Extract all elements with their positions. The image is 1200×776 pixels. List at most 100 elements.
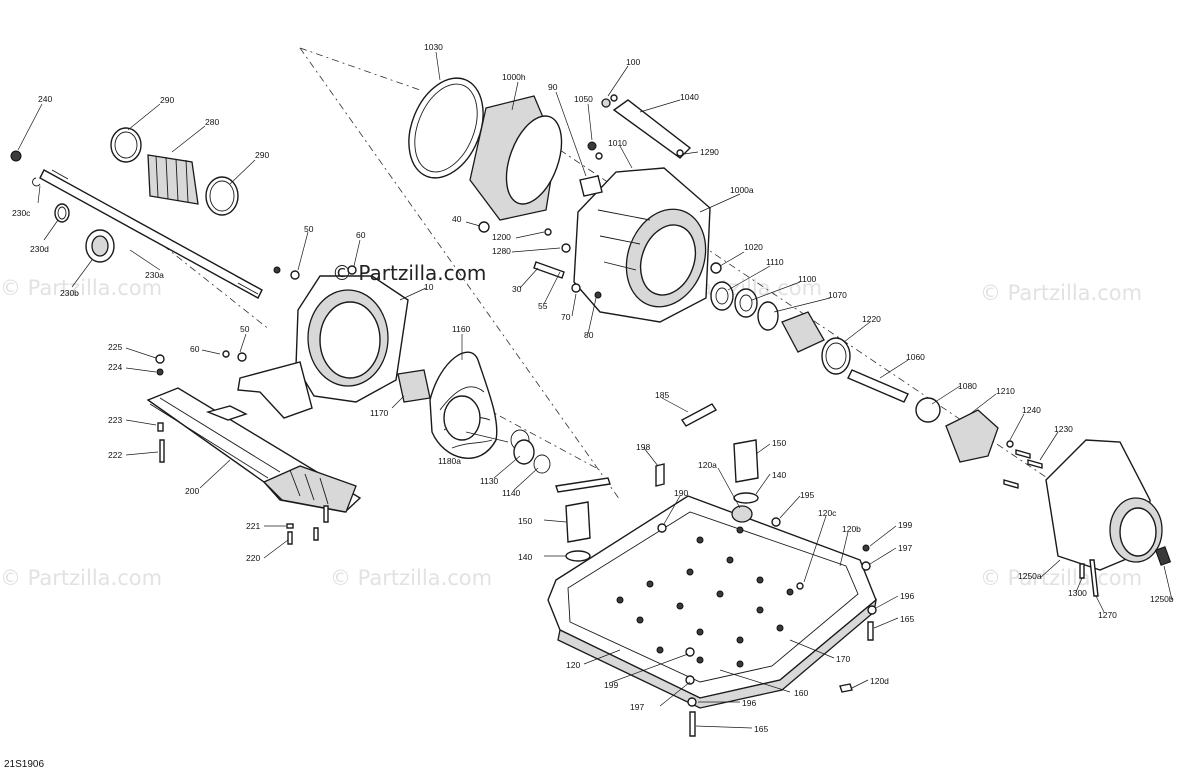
pin-1250b bbox=[1154, 546, 1172, 566]
washer-1280 bbox=[561, 243, 571, 253]
callout-185: 185 bbox=[655, 390, 669, 400]
nut-1080 bbox=[915, 397, 941, 423]
svg-text:© Partzilla.com: © Partzilla.com bbox=[980, 566, 1142, 590]
callout-230d: 230d bbox=[30, 244, 49, 254]
washer-196 bbox=[867, 605, 877, 615]
callout-290-b: 290 bbox=[255, 150, 269, 160]
callout-1030: 1030 bbox=[424, 42, 443, 52]
impeller-group bbox=[397, 351, 611, 493]
callout-1280: 1280 bbox=[492, 246, 511, 256]
svg-text:© Partzilla.com: © Partzilla.com bbox=[0, 276, 162, 300]
callout-10: 10 bbox=[424, 282, 434, 292]
washer-196-b bbox=[687, 697, 697, 707]
callout-120c: 120c bbox=[818, 508, 837, 518]
callout-1250b: 1250b bbox=[1150, 594, 1174, 604]
callout-224: 224 bbox=[108, 362, 122, 372]
callout-200: 200 bbox=[185, 486, 199, 496]
bracket-arm bbox=[237, 361, 313, 419]
callout-195: 195 bbox=[800, 490, 814, 500]
callout-140: 140 bbox=[772, 470, 786, 480]
nut-197-b bbox=[685, 675, 695, 685]
callout-50-b: 50 bbox=[240, 324, 250, 334]
svg-text:© Partzilla.com: © Partzilla.com bbox=[980, 281, 1142, 305]
ride-plate-group bbox=[146, 354, 362, 545]
clamp-290-b bbox=[205, 176, 239, 216]
callout-220: 220 bbox=[246, 553, 260, 563]
callout-240: 240 bbox=[38, 94, 52, 104]
plate-90 bbox=[579, 175, 603, 197]
callout-1060: 1060 bbox=[906, 352, 925, 362]
oring-40 bbox=[478, 221, 490, 233]
cone-1210 bbox=[945, 409, 999, 463]
support-bracket-group bbox=[222, 265, 409, 419]
screw-1200 bbox=[544, 228, 552, 236]
seal-1110 bbox=[710, 281, 734, 311]
nut-50 bbox=[290, 270, 300, 280]
washer-199 bbox=[862, 544, 870, 552]
washer-224 bbox=[156, 368, 164, 376]
callout-120d: 120d bbox=[870, 676, 889, 686]
callout-1270: 1270 bbox=[1098, 610, 1117, 620]
diagram-code: 21S1906 bbox=[4, 759, 44, 770]
oring-1290 bbox=[676, 149, 684, 157]
callout-120b: 120b bbox=[842, 524, 861, 534]
callout-197-b: 197 bbox=[630, 702, 644, 712]
callout-199: 199 bbox=[898, 520, 912, 530]
bolt-1270 bbox=[1089, 559, 1099, 597]
callout-1070: 1070 bbox=[828, 290, 847, 300]
callout-1300: 1300 bbox=[1068, 588, 1087, 598]
callout-199-b: 199 bbox=[604, 680, 618, 690]
callout-40: 40 bbox=[452, 214, 462, 224]
callout-55: 55 bbox=[538, 301, 548, 311]
callout-1250a: 1250a bbox=[1018, 571, 1042, 581]
callout-120: 120 bbox=[566, 660, 580, 670]
bearing bbox=[781, 311, 825, 353]
spacer-223 bbox=[157, 422, 164, 432]
screw-1240 bbox=[1006, 440, 1014, 448]
oring-140-b bbox=[565, 550, 591, 562]
washer-221 bbox=[286, 523, 294, 529]
bolt-165-b bbox=[689, 711, 696, 737]
callout-1110: 1110 bbox=[766, 257, 784, 267]
nut-197 bbox=[861, 561, 871, 571]
washer-199-b bbox=[685, 647, 695, 657]
callout-165: 165 bbox=[900, 614, 914, 624]
callout-230b: 230b bbox=[60, 288, 79, 298]
callout-1180a: 1180a bbox=[438, 456, 461, 466]
bolt-220 bbox=[287, 531, 293, 545]
callout-120a: 120a bbox=[698, 460, 717, 470]
screw-1300 bbox=[1079, 563, 1085, 579]
callout-230c: 230c bbox=[12, 208, 31, 218]
callout-100: 100 bbox=[626, 57, 640, 67]
fitting-150-b bbox=[565, 501, 591, 543]
stud-190 bbox=[657, 523, 667, 533]
clamp-290 bbox=[110, 127, 142, 163]
callout-140-b: 140 bbox=[518, 552, 532, 562]
plug-198 bbox=[655, 463, 665, 487]
oring-140 bbox=[733, 492, 759, 504]
callout-1020: 1020 bbox=[744, 242, 763, 252]
seal-1020 bbox=[710, 262, 722, 274]
callout-222: 222 bbox=[108, 450, 122, 460]
circlip-1140 bbox=[533, 454, 551, 474]
callout-60: 60 bbox=[356, 230, 366, 240]
callout-1050: 1050 bbox=[574, 94, 593, 104]
callout-196: 196 bbox=[900, 591, 914, 601]
fitting-150 bbox=[733, 439, 759, 483]
callout-1200: 1200 bbox=[492, 232, 511, 242]
callout-1040: 1040 bbox=[680, 92, 699, 102]
drive-shaft-group bbox=[10, 127, 263, 299]
callout-1220: 1220 bbox=[862, 314, 881, 324]
bushing-230d bbox=[54, 203, 70, 223]
callout-70: 70 bbox=[561, 312, 571, 322]
callout-1000a: 1000a bbox=[730, 185, 754, 195]
pump-plate-group bbox=[547, 403, 877, 737]
key bbox=[555, 477, 611, 493]
callout-225: 225 bbox=[108, 342, 122, 352]
watermark-pattern: © Partzilla.com © Partzilla.com © Partzi… bbox=[0, 276, 1142, 590]
callout-170: 170 bbox=[836, 654, 850, 664]
leader-lines bbox=[17, 51, 1173, 729]
callout-90: 90 bbox=[548, 82, 558, 92]
nut-240 bbox=[10, 150, 22, 162]
